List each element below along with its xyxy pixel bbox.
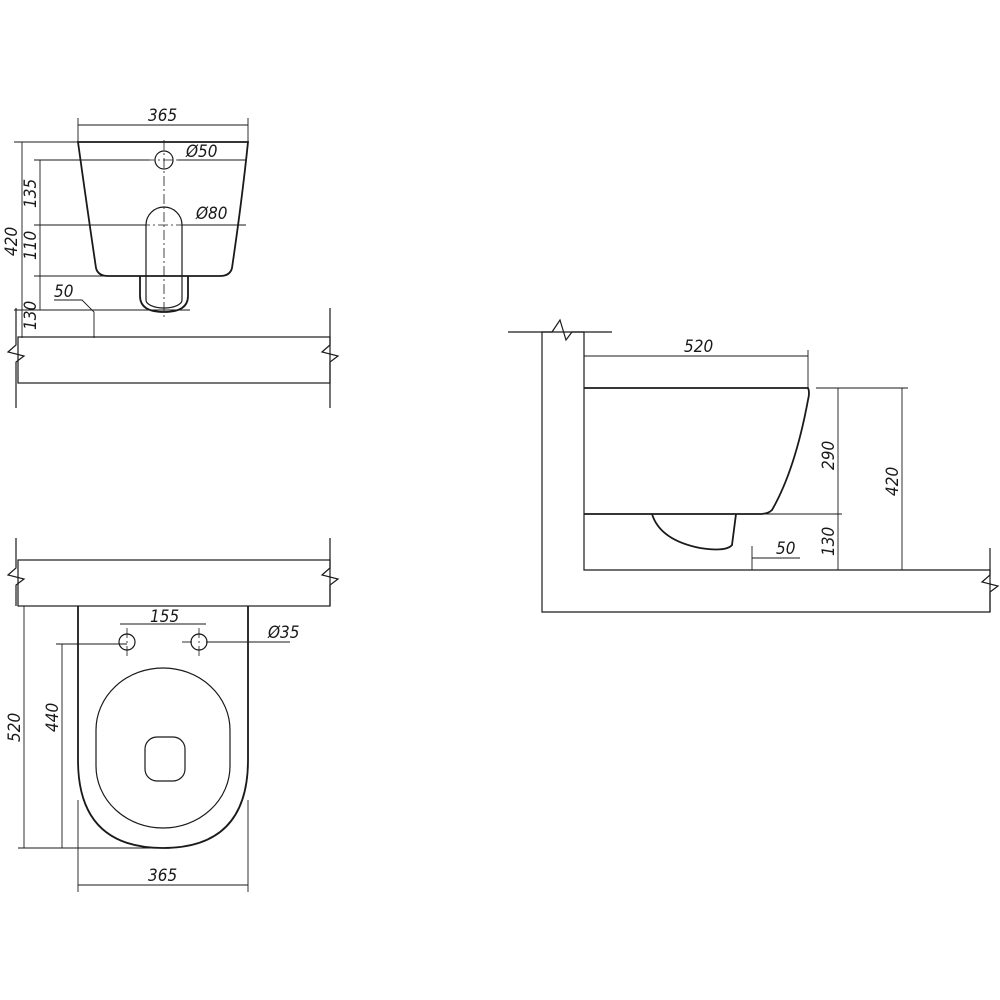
- break-symbol-left: [6, 308, 26, 408]
- front-width-label: 365: [148, 106, 177, 126]
- side-outlet-offset-label: 50: [776, 539, 795, 559]
- top-width-label: 365: [148, 866, 177, 886]
- top-hole-dia-label: Ø35: [267, 623, 300, 643]
- top-hole-spacing-label: 155: [150, 607, 179, 627]
- top-depth-bowl-label: 440: [43, 703, 63, 732]
- front-dim-110: 110: [21, 231, 41, 260]
- top-bowl-outline: [77, 606, 249, 849]
- front-dim-130: 130: [21, 301, 41, 330]
- break-symbol-left-2: [6, 538, 26, 606]
- side-floor-gap-label: 130: [819, 527, 839, 556]
- break-symbol-right: [320, 308, 340, 408]
- front-drain-dia-label: Ø80: [195, 204, 228, 224]
- front-inlet-dia-label: Ø50: [185, 142, 218, 162]
- side-view: 520 290 420 130 50: [508, 318, 1000, 613]
- break-symbol-right-2: [320, 538, 340, 606]
- top-drain-opening: [144, 736, 186, 782]
- front-wall-slab: [17, 336, 331, 384]
- side-wall-floor: [541, 331, 991, 613]
- side-break-top: [508, 318, 612, 342]
- side-height-body-label: 290: [819, 441, 839, 470]
- top-seat-oval: [95, 667, 231, 829]
- front-dim-135: 135: [21, 179, 41, 208]
- side-length-label: 520: [684, 337, 713, 357]
- side-bowl-body: [584, 387, 810, 515]
- top-wall-slab: [17, 559, 331, 607]
- front-bowl-body: [76, 141, 249, 277]
- side-height-total-label: 420: [883, 467, 903, 496]
- top-depth-total-label: 520: [5, 713, 25, 742]
- side-outlet-pipe: [651, 513, 737, 551]
- front-dim-50: 50: [54, 282, 73, 302]
- side-break-right: [980, 548, 1000, 612]
- front-view: 365 Ø50 Ø80 420 135 110 130 50: [2, 106, 340, 408]
- front-drain-opening: [145, 206, 183, 309]
- top-view: 155 Ø35 520 440 365: [5, 538, 340, 892]
- front-dim-420: 420: [2, 227, 22, 256]
- front-inlet-circle: [154, 150, 174, 170]
